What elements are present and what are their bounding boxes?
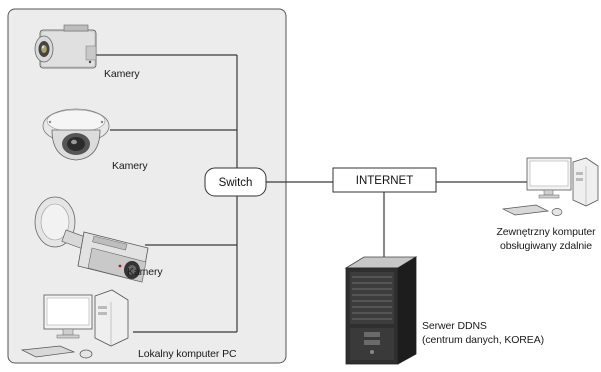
- camera2-label: Kamery: [112, 160, 148, 172]
- external-pc-label: Zewnętrzny komputer obsługiwany zdalnie: [490, 225, 601, 253]
- external-pc-label-line1: Zewnętrzny komputer: [496, 226, 596, 238]
- ddns-server-icon: [344, 256, 418, 365]
- local-network-panel: [7, 8, 287, 364]
- local-pc-label: Lokalny komputer PC: [138, 348, 237, 360]
- switch-label: Switch: [219, 177, 253, 189]
- external-pc-label-line2: obsługiwany zdalnie: [499, 240, 593, 252]
- box-camera-icon: [34, 24, 97, 69]
- switch-node: [204, 167, 267, 197]
- ddns-label-line1: Serwer DDNS: [422, 320, 487, 332]
- internet-label: INTERNET: [356, 175, 414, 187]
- local-pc-icon: [20, 289, 129, 359]
- camera3-label: Kamery: [127, 266, 163, 278]
- ddns-label: Serwer DDNS (centrum danych, KOREA): [422, 319, 544, 347]
- ddns-label-line2: (centrum danych, KOREA): [422, 334, 544, 346]
- external-pc-icon: [501, 157, 599, 216]
- camera1-label: Kamery: [104, 68, 140, 80]
- bullet-camera-icon: [34, 196, 149, 283]
- internet-node: [332, 167, 437, 193]
- dome-camera-icon: [42, 108, 110, 161]
